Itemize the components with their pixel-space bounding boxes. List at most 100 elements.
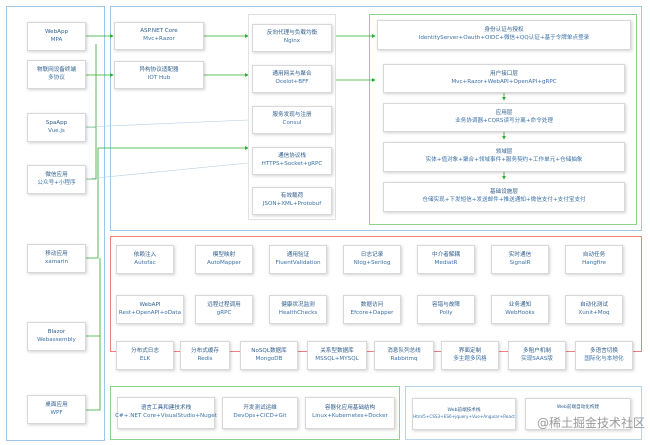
gateway-title: 通用网关与聚合 bbox=[272, 71, 312, 78]
watermark-text: @稀土掘金技术社区 bbox=[536, 415, 645, 430]
client-blazor: Blazor Webassembly bbox=[27, 322, 86, 351]
infra-title: 健康状况监测 bbox=[281, 301, 315, 308]
client-subtitle: xamarin bbox=[44, 258, 68, 265]
layer-application: 应用层 业务协调器+CQRS读写分离+命令处理 bbox=[383, 103, 625, 132]
entry-title: ASP.NET Core bbox=[140, 28, 178, 35]
infra-subtitle: Efcore+Dapper bbox=[350, 309, 394, 316]
infra-title: 模型映射 bbox=[212, 251, 236, 258]
infra-mongodb: NoSQL数据库 MongoDB bbox=[240, 341, 298, 370]
tools-devops: 开发测试运维 DevOps+CICD+Git bbox=[222, 397, 298, 429]
infra-healthchecks: 健康状况监测 HealthChecks bbox=[269, 295, 327, 324]
web-title: Web前端技术栈 bbox=[447, 408, 481, 414]
layers-frame bbox=[369, 14, 637, 225]
client-title: 桌面应用 bbox=[45, 401, 68, 408]
infra-theming: 界面定制 多主题多风格 bbox=[441, 341, 499, 370]
infra-title: 自动化测试 bbox=[580, 301, 608, 308]
tools-frame bbox=[110, 386, 400, 440]
infra-data-access: 数据访问 Efcore+Dapper bbox=[343, 295, 401, 324]
gateway-ocelot: 通用网关与聚合 Ocelot+BFF bbox=[252, 65, 332, 93]
infra-title: 远程过程调用 bbox=[207, 301, 241, 308]
infra-hangfire: 自动任务 Hangfire bbox=[565, 245, 623, 274]
infra-title: 自动任务 bbox=[582, 251, 606, 258]
tools-title: 语言工具和建技术栈 bbox=[140, 405, 192, 412]
gateway-title: 通信协议栈 bbox=[278, 153, 306, 160]
infra-title: 多租户机制 bbox=[523, 347, 551, 354]
infra-logging: 日志记录 Nlog+Serilog bbox=[343, 245, 401, 274]
infra-title: 界面定制 bbox=[458, 347, 482, 354]
infra-rabbitmq: 消息队列总线 Rabbitmq bbox=[374, 341, 434, 370]
layer-title: 身份认证与授权 bbox=[484, 27, 524, 34]
infra-title: 多语言切换 bbox=[590, 347, 618, 354]
layer-title: 用户接口层 bbox=[490, 70, 518, 77]
tools-containers: 容器化应用基础结构 Linux+Kubernetes+Docker bbox=[305, 397, 395, 429]
infra-grpc: 远程过程调用 gRPC bbox=[195, 295, 253, 324]
infra-redis: 分布式缓存 Redis bbox=[180, 341, 230, 370]
infra-subtitle: Polly bbox=[439, 309, 453, 316]
layer-user-interface: 用户接口层 Mvc+Razor+WebAPI+OpenAPI+gRPC bbox=[383, 64, 625, 93]
gateway-consul: 服务发现与注册 Consul bbox=[252, 106, 332, 134]
infra-webapi: WebAPI Rest+OpenAPI+oData bbox=[116, 295, 184, 324]
infra-subtitle: SignalR bbox=[509, 259, 531, 266]
tools-subtitle: Linux+Kubernetes+Docker bbox=[312, 413, 388, 419]
infra-multitenancy: 多租户机制 实现SAAS版 bbox=[508, 341, 566, 370]
infra-xunit: 自动化测试 Xunit+Moq bbox=[565, 295, 623, 324]
client-title: 移动应用 bbox=[45, 250, 68, 257]
client-wechat: 微信应用 公众号+小程序 bbox=[27, 165, 86, 194]
infra-i18n: 多语言切换 国际化与本地化 bbox=[575, 341, 633, 370]
outer-left-frame bbox=[6, 6, 105, 441]
entry-iot-hub: 异构协议适配器 IOT Hub bbox=[114, 61, 204, 89]
infra-subtitle: 国际化与本地化 bbox=[584, 355, 624, 362]
infra-title: 业务通知 bbox=[508, 301, 532, 308]
infra-subtitle: Redis bbox=[197, 355, 213, 362]
gateway-subtitle: JSON+XML+Protobuf bbox=[262, 201, 322, 207]
gateway-subtitle: Consul bbox=[282, 120, 302, 126]
web-frontend-stack: Web前端技术栈 Html5+CSS3+ES6+jquery+Vue+Angul… bbox=[412, 398, 516, 430]
layer-identity: 身份认证与授权 IdentityServer+Oauth+OIDC+微信+QQ认… bbox=[377, 20, 631, 50]
infra-subtitle: Autofac bbox=[134, 259, 156, 266]
layer-title: 应用层 bbox=[495, 109, 513, 116]
infra-relational-db: 关系型数据库 MSSQL+MYSQL bbox=[307, 341, 367, 370]
tools-title: 开发测试运维 bbox=[243, 405, 277, 412]
infra-elk: 分布式日志 ELK bbox=[116, 341, 174, 370]
gateway-subtitle: Ocelot+BFF bbox=[275, 79, 309, 85]
infra-subtitle: MongoDB bbox=[255, 355, 283, 362]
infra-title: 分布式日志 bbox=[131, 347, 159, 354]
tools-subtitle: C#+.NET Core+VisualStudio+Nuget bbox=[115, 413, 217, 419]
infra-signalr: 实时通信 SignalR bbox=[491, 245, 549, 274]
layer-subtitle: 仓储实现+下发短信+发送邮件+推送通知+微信支付+支付宝支付 bbox=[422, 197, 586, 203]
gateway-title: 服务发现与注册 bbox=[272, 112, 312, 119]
infra-subtitle: AutoMapper bbox=[206, 259, 242, 266]
infra-subtitle: MSSQL+MYSQL bbox=[315, 355, 359, 362]
infra-subtitle: 多主题多风格 bbox=[453, 355, 487, 362]
layer-subtitle: 实体+值对象+聚合+领域事件+服务契约+工作单元+仓储抽象 bbox=[425, 157, 583, 163]
infra-subtitle: Rest+OpenAPI+oData bbox=[118, 309, 182, 316]
gateway-nginx: 反向代理与负载均衡 Nginx bbox=[252, 24, 332, 52]
services-frame bbox=[110, 6, 642, 231]
infra-subtitle: Hangfire bbox=[582, 259, 606, 266]
gateway-subtitle: Nginx bbox=[283, 38, 301, 44]
infra-title: 关系型数据库 bbox=[320, 347, 354, 354]
infra-webhooks: 业务通知 WebHooks bbox=[491, 295, 549, 324]
infra-subtitle: Rabbitmq bbox=[390, 355, 418, 362]
layer-subtitle: Mvc+Razor+WebAPI+OpenAPI+gRPC bbox=[451, 78, 557, 85]
infra-subtitle: ELK bbox=[139, 355, 151, 362]
tools-title: 容器化应用基础结构 bbox=[324, 405, 376, 412]
gateway-column bbox=[248, 14, 336, 220]
infra-title: 分布式缓存 bbox=[191, 347, 219, 354]
infra-title: 通用验证 bbox=[286, 251, 310, 258]
gateway-subtitle: HTTPS+Socket+gRPC bbox=[261, 161, 323, 167]
entry-title: 异构协议适配器 bbox=[139, 67, 179, 74]
gateway-protocols: 通信协议栈 HTTPS+Socket+gRPC bbox=[252, 147, 332, 175]
infra-subtitle: 实现SAAS版 bbox=[521, 355, 553, 362]
gateway-payload: 有效载荷 JSON+XML+Protobuf bbox=[252, 187, 332, 215]
watermark: @稀土掘金技术社区 bbox=[500, 412, 645, 432]
gateway-title: 反向代理与负载均衡 bbox=[266, 30, 318, 37]
layer-domain: 领域层 实体+值对象+聚合+领域事件+服务契约+工作单元+仓储抽象 bbox=[383, 142, 625, 172]
client-iot-device: 物联网设备终端 多协议 bbox=[27, 60, 86, 89]
client-desktop: 桌面应用 WPF bbox=[27, 395, 86, 424]
entry-aspnet-core: ASP.NET Core Mvc+Razor bbox=[114, 22, 204, 50]
infra-autofac: 依赖注入 Autofac bbox=[116, 245, 174, 274]
layer-subtitle: 业务协调器+CQRS读写分离+命令处理 bbox=[455, 117, 553, 124]
infra-subtitle: Nlog+Serilog bbox=[353, 259, 391, 266]
